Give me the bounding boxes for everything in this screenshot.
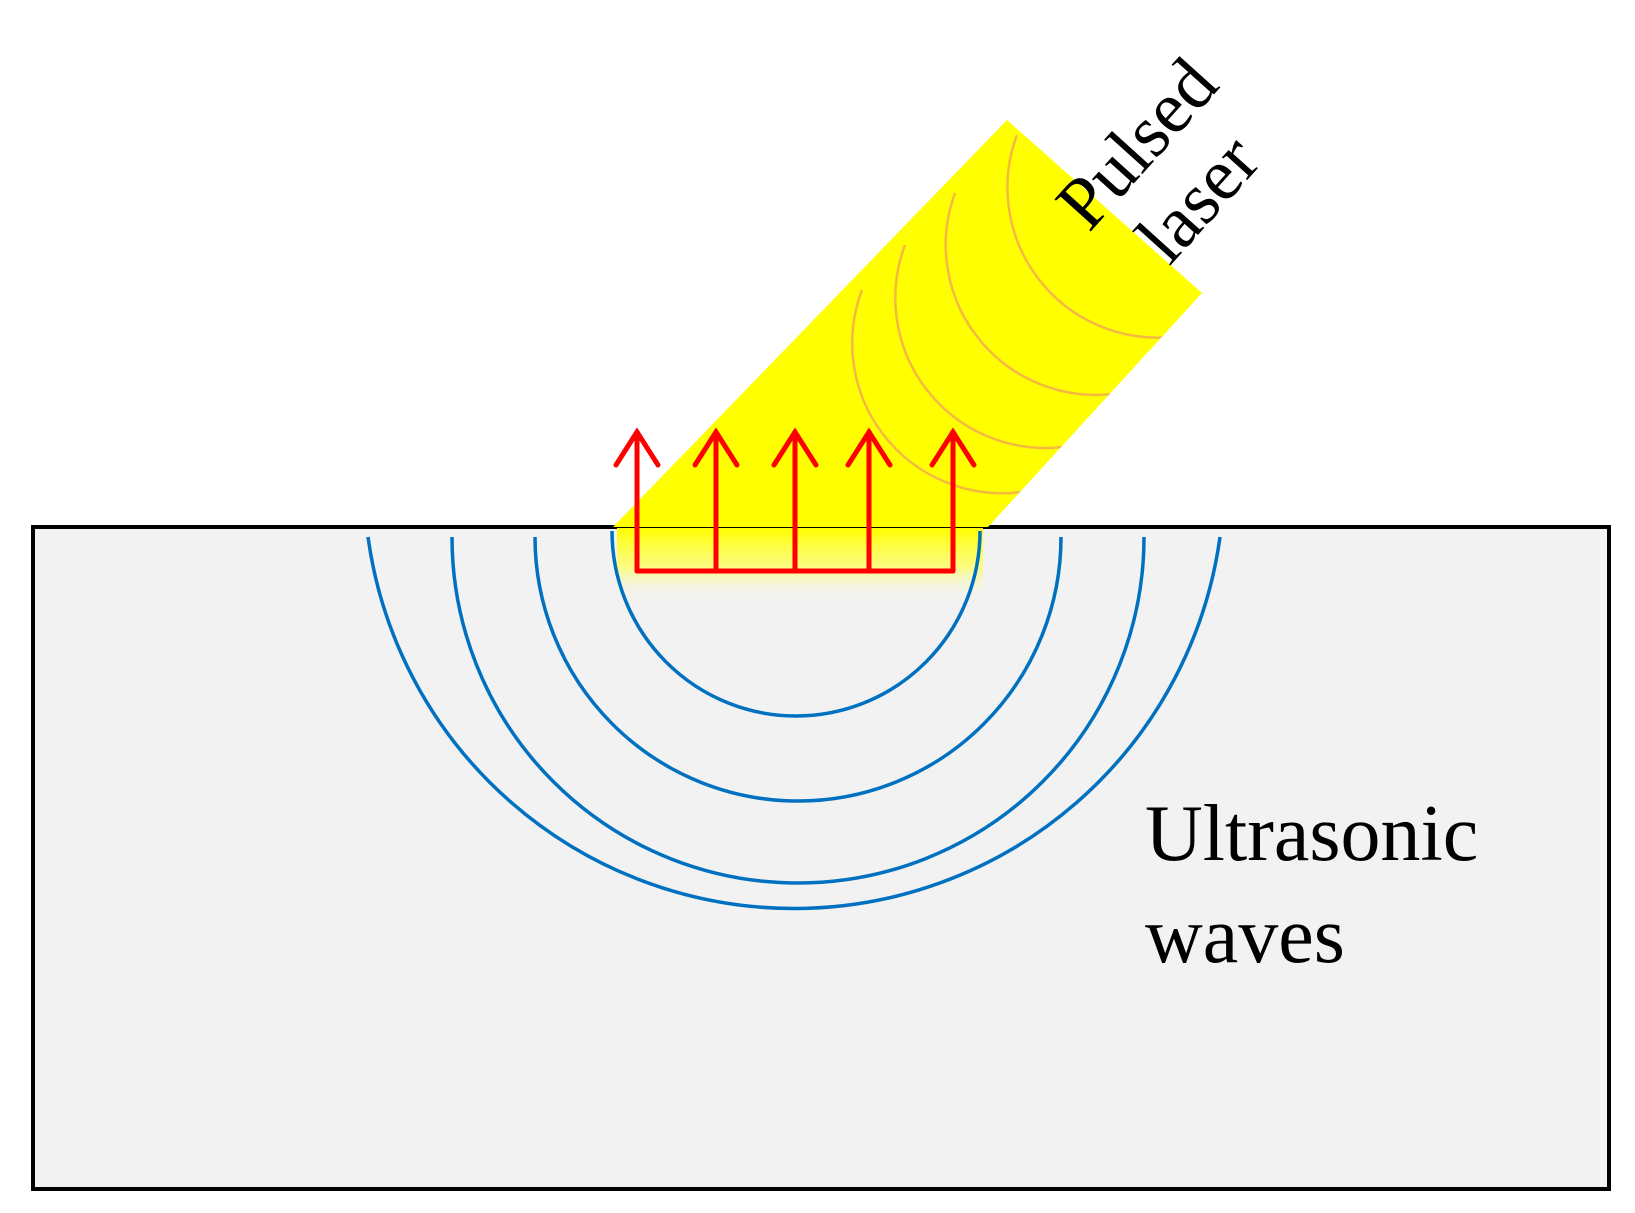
heated-zone xyxy=(617,528,983,600)
up-arrow-icon xyxy=(771,427,819,574)
ultrasonic-wave-4 xyxy=(366,536,1222,911)
waves-label-line2: waves xyxy=(1145,892,1345,980)
laser-wavefront-4 xyxy=(851,289,1034,495)
material-block xyxy=(31,525,1611,1191)
laser-wavefronts xyxy=(851,134,1186,495)
ultrasonic-waves xyxy=(366,530,1222,911)
laser-beam xyxy=(613,120,1202,527)
laser-wavefront-2 xyxy=(944,192,1126,397)
up-arrow-icon xyxy=(845,427,893,574)
up-arrow-icon xyxy=(613,427,661,574)
laser-wavefront-1 xyxy=(1006,134,1186,339)
ultrasonic-wave-2 xyxy=(533,536,1063,803)
force-arrows xyxy=(613,427,977,574)
waves-label-line1: Ultrasonic xyxy=(1145,790,1478,878)
laser-wavefront-3 xyxy=(894,244,1076,450)
ultrasonic-wave-1 xyxy=(610,530,982,718)
up-arrow-icon xyxy=(692,427,740,574)
ultrasonic-wave-3 xyxy=(450,536,1146,885)
up-arrow-icon xyxy=(929,427,977,574)
